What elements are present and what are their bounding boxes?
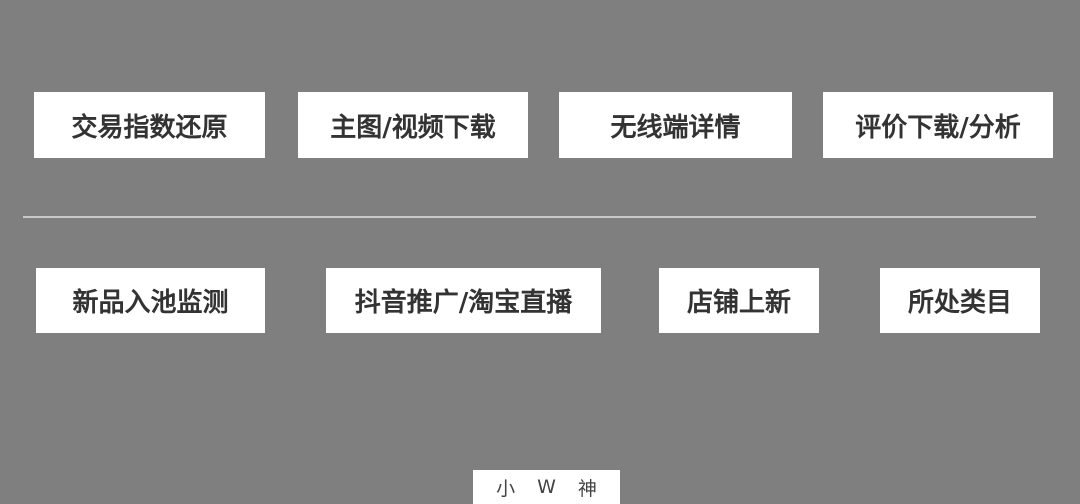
douyin-taobao-live-button[interactable]: 抖音推广/淘宝直播 [326,268,601,333]
review-download-analysis-button[interactable]: 评价下载/分析 [823,92,1053,158]
signature-char: W [537,476,556,498]
store-new-arrivals-button[interactable]: 店铺上新 [659,268,819,333]
wireless-detail-button[interactable]: 无线端详情 [559,92,792,158]
category-button[interactable]: 所处类目 [880,268,1040,333]
main-image-video-download-button[interactable]: 主图/视频下载 [298,92,528,158]
signature-label: 小 W 神 [473,470,620,504]
divider [23,216,1036,218]
trade-index-button[interactable]: 交易指数还原 [34,92,265,158]
signature-char: 小 [496,477,516,500]
new-product-monitor-button[interactable]: 新品入池监测 [36,268,265,333]
signature-char: 神 [577,477,597,500]
